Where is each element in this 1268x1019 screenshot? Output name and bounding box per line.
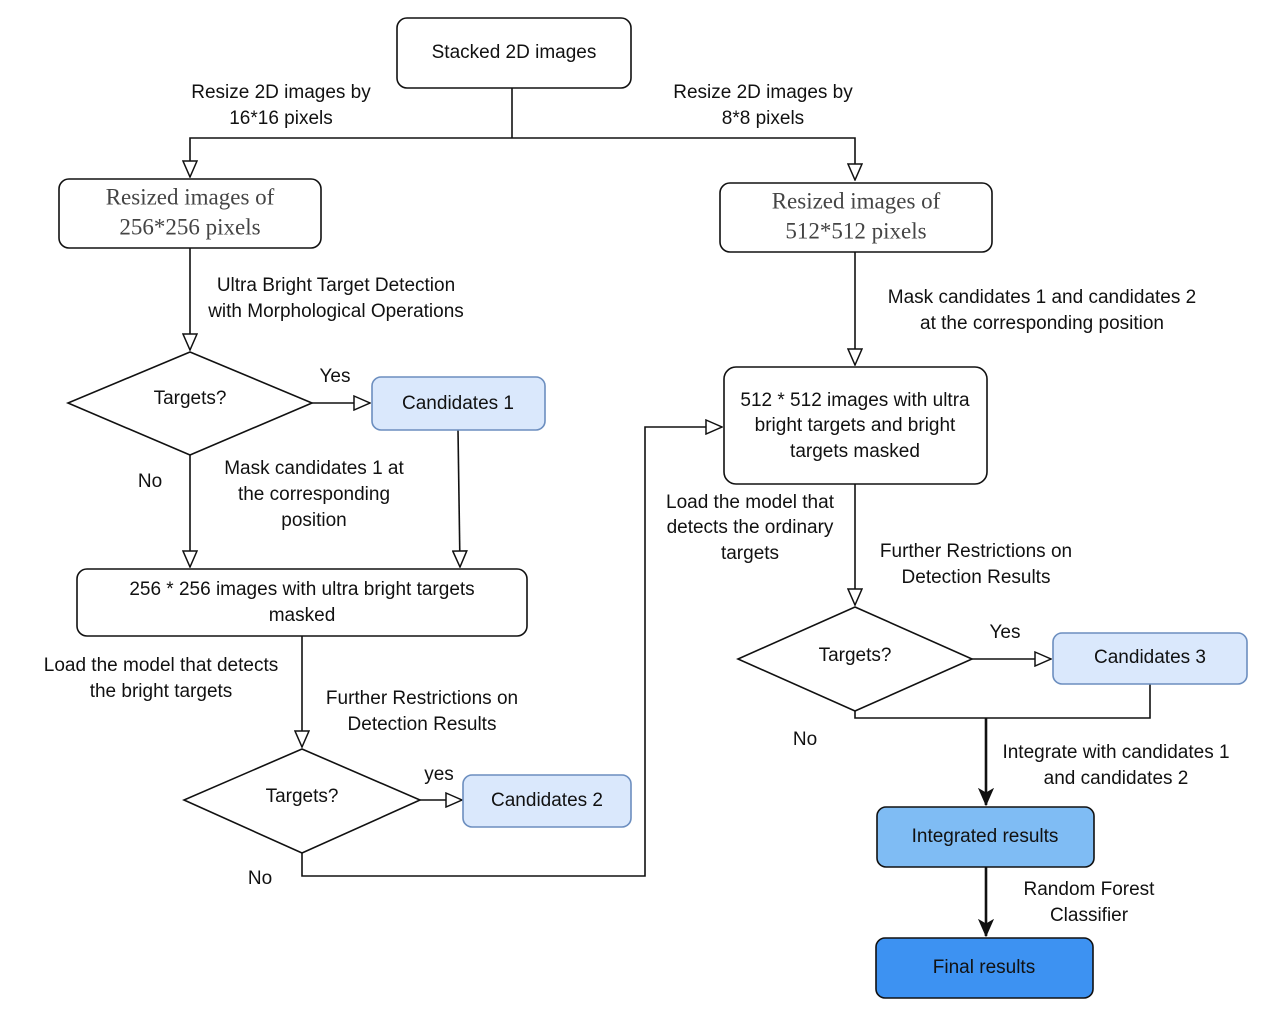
svg-text:bright targets and bright: bright targets and bright	[755, 415, 956, 436]
label-resize-8: Resize 2D images by	[673, 82, 853, 103]
node-candidates-3: Candidates 3	[1052, 632, 1248, 685]
svg-text:Targets?: Targets?	[266, 786, 339, 807]
label-restrictions-left: Further Restrictions on	[326, 688, 518, 709]
label-ultra-bright-detection: Ultra Bright Target Detection	[217, 275, 455, 296]
label-no-1: No	[138, 471, 162, 492]
node-final-results: Final results	[875, 937, 1094, 999]
svg-text:Stacked 2D images: Stacked 2D images	[432, 42, 597, 63]
node-resized-512: Resized images of 512*512 pixels	[719, 182, 993, 253]
svg-text:Candidates 1: Candidates 1	[402, 393, 514, 414]
label-yes-3: Yes	[990, 622, 1021, 643]
decision-targets-3: Targets?	[736, 606, 974, 712]
decision-targets-2: Targets?	[182, 748, 422, 854]
label-load-bright-model: Load the model that detects	[44, 655, 279, 676]
label-random-forest: Random Forest	[1024, 879, 1156, 900]
label-mask-candidates-1: Mask candidates 1 at	[224, 458, 404, 479]
svg-text:Targets?: Targets?	[154, 388, 227, 409]
label-resize-16: Resize 2D images by	[191, 82, 371, 103]
svg-text:512*512 pixels: 512*512 pixels	[785, 218, 926, 243]
svg-text:targets masked: targets masked	[790, 441, 920, 462]
label-random-forest: Classifier	[1050, 905, 1129, 926]
label-load-ordinary-model: detects the ordinary	[667, 517, 834, 538]
label-yes-2: yes	[424, 764, 454, 785]
node-candidates-1: Candidates 1	[371, 376, 546, 431]
edge-split-to-512	[512, 137, 855, 180]
edge-diamond2-no-masked512	[301, 427, 722, 877]
label-load-ordinary-model: targets	[721, 543, 779, 564]
node-integrated-results: Integrated results	[876, 806, 1095, 868]
svg-text:256*256 pixels: 256*256 pixels	[119, 214, 260, 239]
svg-text:masked: masked	[269, 605, 336, 626]
svg-text:Targets?: Targets?	[819, 645, 892, 666]
label-ultra-bright-detection: with Morphological Operations	[207, 301, 464, 322]
svg-text:Candidates 3: Candidates 3	[1094, 647, 1206, 668]
label-yes-1: Yes	[320, 366, 351, 387]
edge-cand1-masked256	[458, 429, 460, 567]
label-restrictions-right: Further Restrictions on	[880, 541, 1072, 562]
label-mask-candidates-1-2: Mask candidates 1 and candidates 2	[888, 287, 1196, 308]
label-integrate: and candidates 2	[1044, 768, 1189, 789]
node-masked-512: 512 * 512 images with ultra bright targe…	[723, 366, 988, 485]
label-mask-candidates-1: the corresponding	[238, 484, 390, 505]
label-load-bright-model: the bright targets	[90, 681, 233, 702]
svg-text:256 * 256 images with ultra br: 256 * 256 images with ultra bright targe…	[129, 579, 474, 600]
label-mask-candidates-1-2: at the corresponding position	[920, 313, 1164, 334]
svg-text:Resized images of: Resized images of	[772, 188, 941, 213]
label-resize-8: 8*8 pixels	[722, 108, 804, 129]
svg-text:Candidates 2: Candidates 2	[491, 790, 603, 811]
label-mask-candidates-1: position	[281, 510, 347, 531]
svg-text:Integrated results: Integrated results	[912, 826, 1059, 847]
svg-text:Resized images of: Resized images of	[106, 184, 275, 209]
node-resized-256: Resized images of 256*256 pixels	[58, 178, 322, 249]
label-integrate: Integrate with candidates 1	[1002, 742, 1229, 763]
node-stacked-images: Stacked 2D images	[396, 17, 632, 89]
node-masked-256: 256 * 256 images with ultra bright targe…	[76, 568, 528, 637]
edge-diamond3-no-merge	[854, 684, 1151, 719]
svg-text:Final results: Final results	[933, 957, 1035, 978]
label-no-3: No	[793, 729, 817, 750]
label-restrictions-left: Detection Results	[348, 714, 497, 735]
label-no-2: No	[248, 868, 272, 889]
label-restrictions-right: Detection Results	[902, 567, 1051, 588]
edge-split-to-256	[190, 137, 512, 177]
decision-targets-1: Targets?	[65, 351, 315, 456]
node-candidates-2: Candidates 2	[462, 774, 632, 828]
label-load-ordinary-model: Load the model that	[666, 492, 835, 513]
label-resize-16: 16*16 pixels	[229, 108, 333, 129]
svg-text:512 * 512 images with ultra: 512 * 512 images with ultra	[740, 390, 970, 411]
